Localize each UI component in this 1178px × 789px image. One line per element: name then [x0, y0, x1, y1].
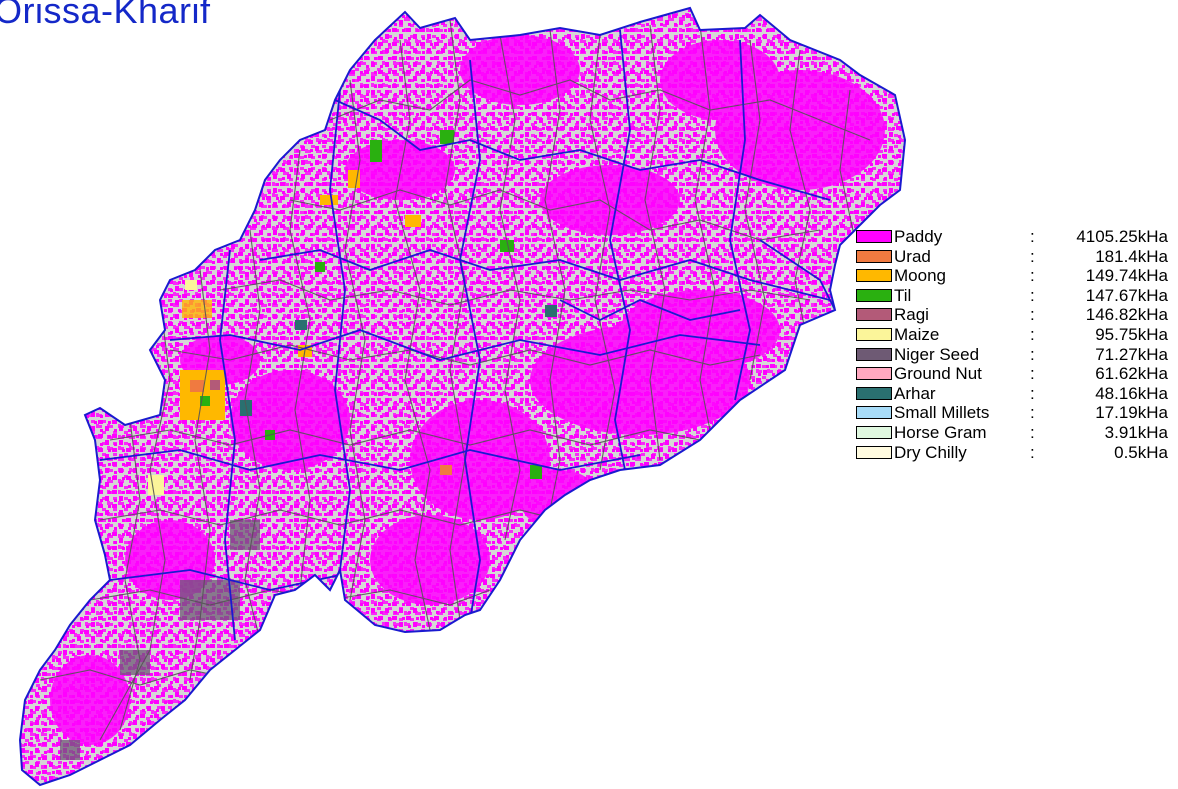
legend-swatch [856, 367, 892, 381]
legend-separator: : [1030, 305, 1035, 325]
legend-crop-area: 48.16kHa [1095, 383, 1168, 403]
legend-separator: : [1030, 246, 1035, 266]
legend-crop-name: Arhar [894, 383, 936, 403]
legend-crop-area: 147.67kHa [1085, 285, 1168, 305]
legend-crop-area: 181.4kHa [1095, 246, 1168, 266]
legend-swatch [856, 386, 892, 400]
legend-crop-name: Niger Seed [894, 344, 980, 364]
legend-item: Maize: 95.75kHa [852, 325, 1172, 345]
legend-swatch [856, 445, 892, 459]
legend-item: Moong: 149.74kHa [852, 266, 1172, 286]
map-title: Orissa-Kharif [0, 0, 211, 31]
legend-swatch [856, 327, 892, 341]
legend-separator: : [1030, 403, 1035, 423]
legend-swatch [856, 308, 892, 322]
legend-separator: : [1030, 344, 1035, 364]
legend-crop-area: 17.19kHa [1095, 403, 1168, 423]
legend-crop-name: Ragi [894, 305, 929, 325]
legend-item: Niger Seed: 71.27kHa [852, 345, 1172, 365]
legend-crop-name: Maize [894, 324, 940, 344]
legend-crop-area: 0.5kHa [1114, 442, 1168, 462]
legend-swatch [856, 347, 892, 361]
legend-separator: : [1030, 227, 1035, 246]
legend-item: Small Millets: 17.19kHa [852, 403, 1172, 423]
legend-item: Horse Gram: 3.91kHa [852, 423, 1172, 443]
legend-separator: : [1030, 364, 1035, 384]
legend-crop-area: 61.62kHa [1095, 364, 1168, 384]
legend-swatch [856, 230, 892, 243]
legend-crop-name: Paddy [894, 227, 943, 246]
legend-crop-area: 95.75kHa [1095, 324, 1168, 344]
legend-item: Ragi: 146.82kHa [852, 305, 1172, 325]
legend-crop-area: 146.82kHa [1085, 305, 1168, 325]
legend-swatch [856, 425, 892, 439]
legend-swatch [856, 269, 892, 283]
legend-swatch [856, 406, 892, 420]
legend-crop-name: Urad [894, 246, 931, 266]
legend-separator: : [1030, 266, 1035, 286]
legend-separator: : [1030, 324, 1035, 344]
legend-crop-area: 4105.25kHa [1076, 227, 1168, 246]
legend-crop-name: Horse Gram [894, 422, 987, 442]
legend-crop-name: Ground Nut [894, 364, 982, 384]
legend-item: Dry Chilly: 0.5kHa [852, 443, 1172, 463]
legend-item: Urad: 181.4kHa [852, 247, 1172, 267]
legend-crop-name: Small Millets [894, 403, 990, 423]
legend-crop-name: Moong [894, 266, 946, 286]
legend-separator: : [1030, 383, 1035, 403]
legend-crop-area: 3.91kHa [1104, 422, 1168, 442]
legend-crop-name: Til [894, 285, 912, 305]
legend-separator: : [1030, 442, 1035, 462]
legend-item: Arhar: 48.16kHa [852, 384, 1172, 404]
legend-item: Paddy: 4105.25kHa [852, 227, 1172, 247]
legend-item: Ground Nut: 61.62kHa [852, 364, 1172, 384]
legend-separator: : [1030, 285, 1035, 305]
legend-swatch [856, 288, 892, 302]
legend-separator: : [1030, 422, 1035, 442]
legend-swatch [856, 249, 892, 263]
legend-crop-area: 71.27kHa [1095, 344, 1168, 364]
legend-crop-area: 149.74kHa [1085, 266, 1168, 286]
legend-item: Til: 147.67kHa [852, 286, 1172, 306]
legend-crop-name: Dry Chilly [894, 442, 967, 462]
